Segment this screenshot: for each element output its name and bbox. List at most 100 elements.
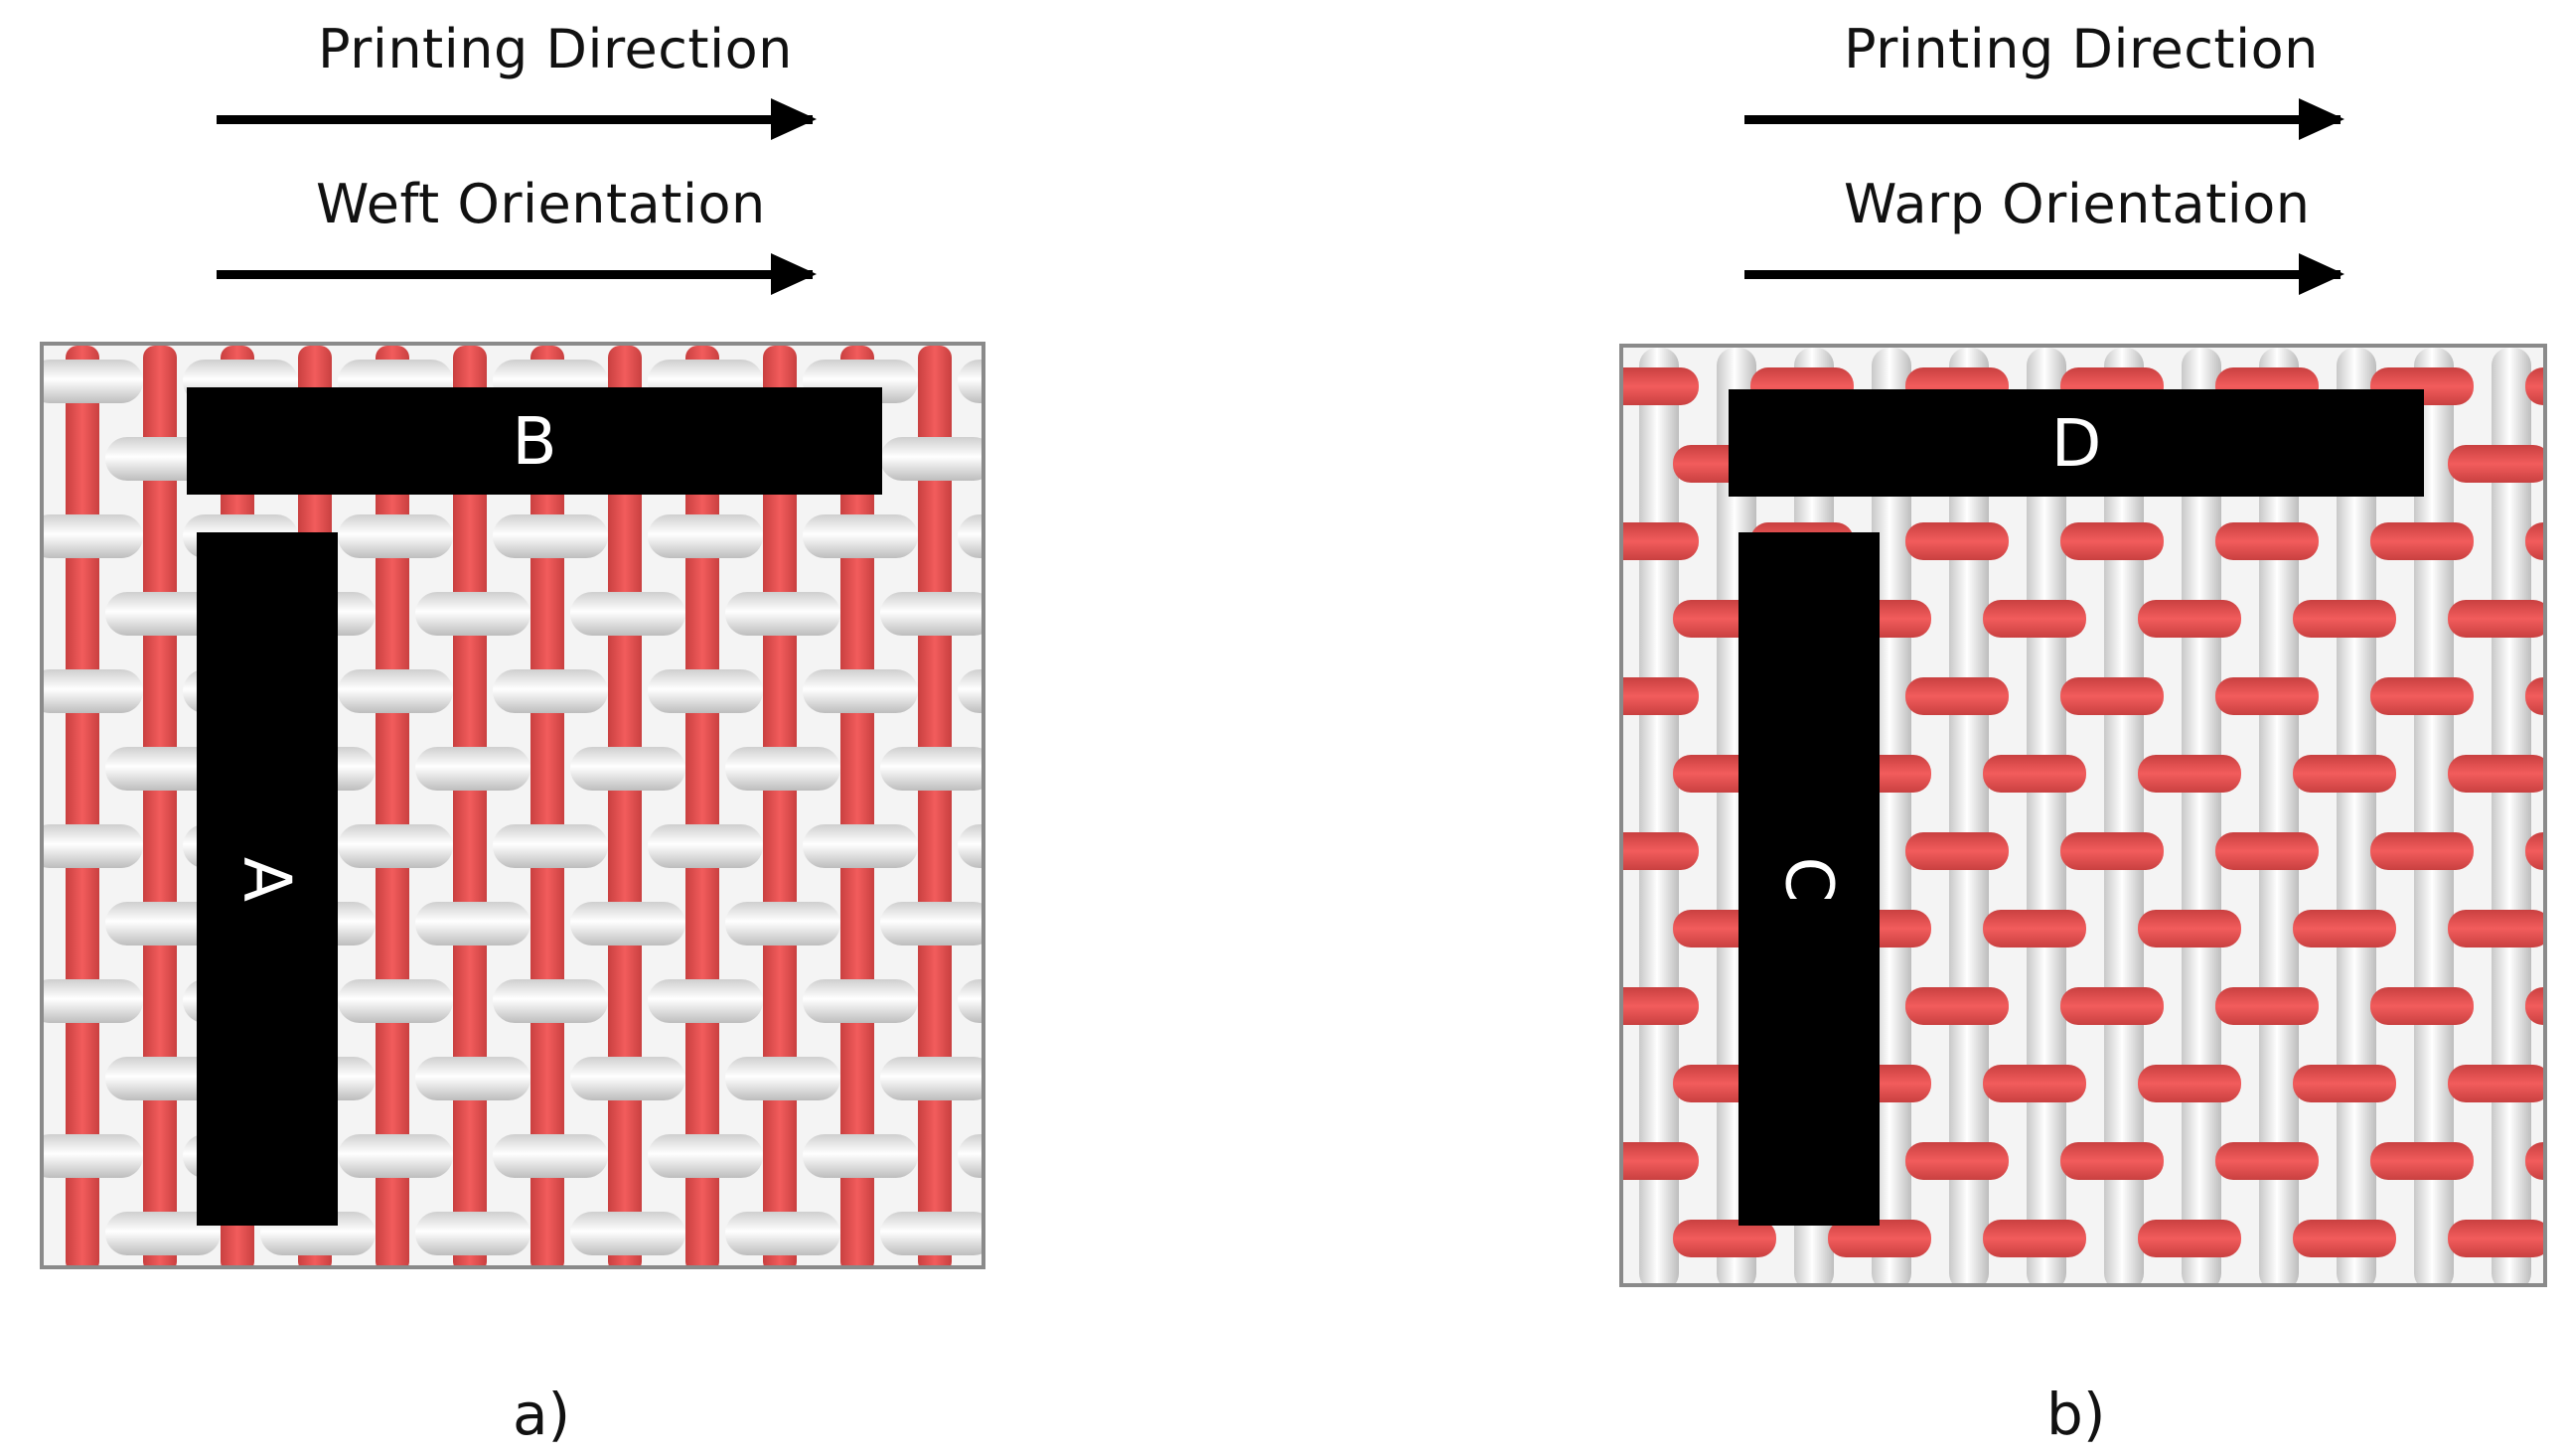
yarn-segment [2293,755,2396,793]
printing-direction-label-a: Printing Direction [318,18,793,80]
yarn-segment [2370,677,2474,715]
yarn-segment [958,824,982,868]
yarn-segment [1983,1220,2086,1257]
caption-b: b) [2046,1381,2106,1448]
yarn-segment [1983,910,2086,947]
yarn-segment [763,346,797,1265]
yarn-segment [570,1057,685,1100]
yarn-segment [880,902,982,946]
yarn-segment [493,1134,608,1178]
yarn-segment [918,346,952,1265]
yarn-segment [2060,987,2164,1025]
specimen-label-b: B [512,402,557,480]
specimen-bar-b: B [187,387,882,495]
yarn-segment [725,1057,840,1100]
yarn-segment [1949,348,1989,1283]
orientation-arrow-a [217,253,817,295]
yarn-segment [1905,677,2009,715]
yarn-segment [2027,348,2066,1283]
yarn-segment [1905,522,2009,560]
specimen-label-d: D [2050,404,2102,482]
yarn-segment [570,1212,685,1255]
yarn-segment [493,979,608,1023]
yarn-segment [2370,832,2474,870]
yarn-segment [958,1134,982,1178]
yarn-segment [1983,755,2086,793]
yarn-segment [2182,348,2221,1283]
yarn-segment [648,669,763,713]
yarn-segment [415,592,530,636]
yarn-segment [338,669,453,713]
yarn-segment [2293,600,2396,638]
yarn-segment [415,747,530,791]
yarn-segment [2448,600,2543,638]
yarn-segment [493,824,608,868]
yarn-segment [2525,832,2543,870]
yarn-segment [2215,1142,2319,1180]
yarn-segment [1905,1142,2009,1180]
printing-direction-label-b: Printing Direction [1844,18,2319,80]
yarn-segment [2293,1065,2396,1102]
yarn-segment [725,1212,840,1255]
yarn-segment [2448,1065,2543,1102]
yarn-segment [725,592,840,636]
yarn-segment [105,1212,221,1255]
yarn-segment [1623,677,1699,715]
yarn-segment [1983,1065,2086,1102]
yarn-segment [453,346,487,1265]
yarn-segment [2138,1220,2241,1257]
yarn-segment [570,902,685,946]
yarn-segment [880,747,982,791]
yarn-segment [105,902,221,946]
specimen-bar-a: A [197,532,338,1226]
yarn-segment [880,592,982,636]
yarn-segment [1623,367,1699,405]
yarn-segment [803,979,918,1023]
yarn-segment [2259,348,2299,1283]
yarn-segment [44,979,143,1023]
yarn-segment [415,902,530,946]
yarn-segment [958,669,982,713]
yarn-segment [958,360,982,403]
orientation-label-a: Weft Orientation [316,173,766,235]
yarn-segment [1623,1142,1699,1180]
yarn-segment [2492,348,2531,1283]
yarn-segment [2215,987,2319,1025]
specimen-bar-c: C [1738,532,1880,1226]
printing-direction-arrow-a [217,98,817,140]
yarn-segment [2448,445,2543,483]
yarn-segment [105,747,221,791]
yarn-segment [1639,348,1679,1283]
yarn-segment [685,346,719,1265]
yarn-segment [66,346,99,1265]
yarn-segment [1872,348,1911,1283]
yarn-segment [415,1212,530,1255]
yarn-segment [1828,1220,1931,1257]
specimen-label-c: C [1770,855,1848,903]
yarn-segment [1983,600,2086,638]
yarn-segment [648,1134,763,1178]
yarn-segment [803,1134,918,1178]
specimen-bar-d: D [1729,389,2424,497]
yarn-segment [2525,367,2543,405]
yarn-segment [2448,1220,2543,1257]
yarn-segment [880,1212,982,1255]
yarn-segment [2060,832,2164,870]
yarn-segment [338,1134,453,1178]
yarn-segment [803,669,918,713]
yarn-segment [1673,1220,1776,1257]
yarn-segment [415,1057,530,1100]
yarn-segment [1905,832,2009,870]
yarn-segment [1905,987,2009,1025]
yarn-segment [2060,1142,2164,1180]
yarn-segment [2525,522,2543,560]
caption-a: a) [513,1381,571,1448]
yarn-segment [44,514,143,558]
yarn-segment [44,360,143,403]
yarn-segment [2215,832,2319,870]
yarn-segment [338,824,453,868]
orientation-arrow-b [1744,253,2344,295]
yarn-segment [493,669,608,713]
yarn-segment [44,824,143,868]
yarn-segment [803,514,918,558]
